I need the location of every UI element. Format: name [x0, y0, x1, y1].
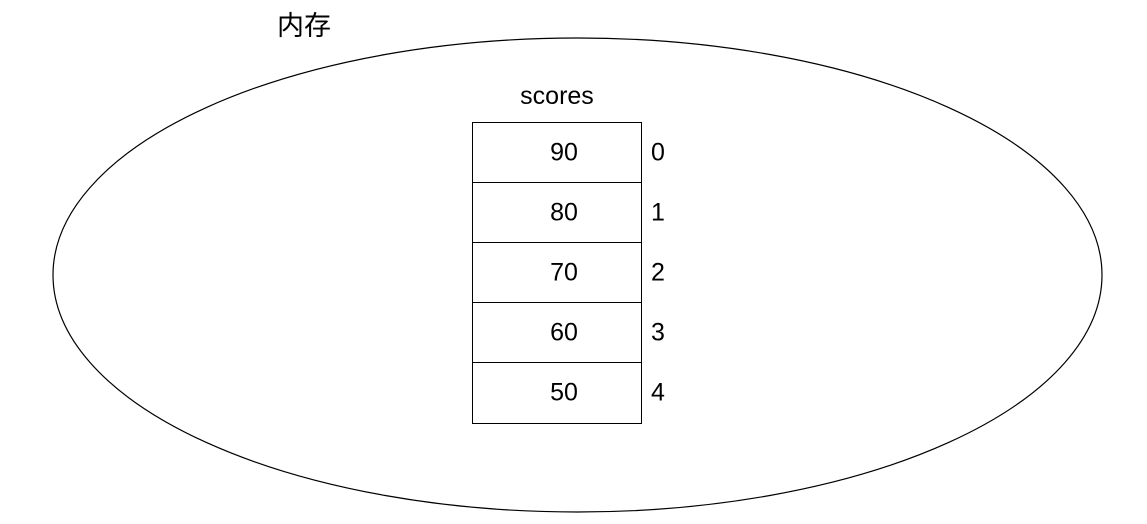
- array-cell-value: 50: [550, 378, 578, 407]
- array-cell-4: 50 4: [473, 363, 665, 423]
- array-cell-2: 70 2: [473, 243, 665, 303]
- array-cell-value: 70: [550, 258, 578, 286]
- array-table: 90 0 80 1 70 2 60 3 50 4: [472, 122, 665, 424]
- array-index-label: 2: [651, 258, 665, 286]
- array-index-label: 0: [651, 138, 665, 166]
- memory-region-label: 内存: [277, 11, 331, 41]
- array-cell-0: 90 0: [473, 123, 665, 183]
- array-index-label: 4: [651, 378, 665, 407]
- array-cell-value: 90: [550, 138, 578, 166]
- array-index-label: 3: [651, 318, 665, 346]
- array-name-label: scores: [520, 82, 594, 110]
- array-index-label: 1: [651, 198, 665, 226]
- array-cell-1: 80 1: [473, 183, 665, 243]
- array-cell-value: 60: [550, 318, 578, 346]
- array-cell-3: 60 3: [473, 303, 665, 363]
- array-cell-value: 80: [550, 198, 578, 226]
